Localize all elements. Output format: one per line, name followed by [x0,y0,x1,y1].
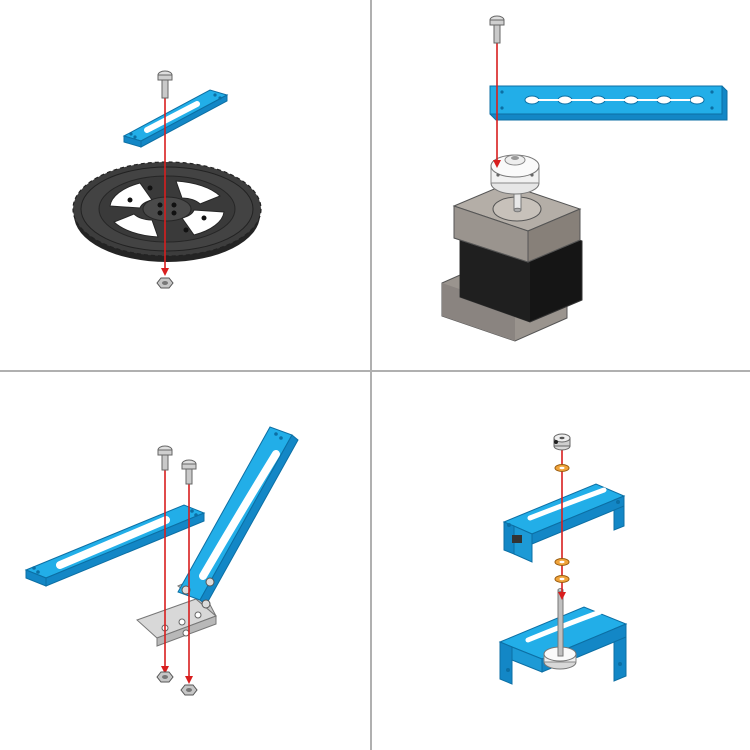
nut-icon [180,684,198,696]
screw-icon [157,70,173,99]
nut-icon [156,671,174,683]
gear-to-beam-assembly-panel [0,0,370,370]
assembly-arrow [185,476,193,684]
nut-icon [156,277,174,289]
assembly-arrow [493,42,501,168]
beam-icon [489,85,728,121]
gear-icon [72,161,262,262]
motor-hub-beam-assembly-panel [372,0,742,370]
u-beam-icon [502,483,626,563]
stepper-motor-icon [441,183,583,342]
collar-icon [553,433,571,451]
horizontal-divider [0,370,750,372]
screw-icon [489,15,505,44]
screw-icon [157,445,173,471]
washer-icon [554,575,570,583]
hub-icon [490,154,540,195]
beam-icon [122,89,229,148]
screw-icon [181,459,197,485]
assembly-arrow [161,96,169,276]
washer-icon [554,558,570,566]
washer-icon [554,464,570,472]
vertical-divider [370,0,372,750]
shaft-bearing-assembly-panel [372,372,742,742]
beam-icon [177,426,299,609]
assembly-arrow [161,468,169,674]
beam-icon [24,504,206,587]
beam-bracket-assembly-panel [0,372,370,742]
